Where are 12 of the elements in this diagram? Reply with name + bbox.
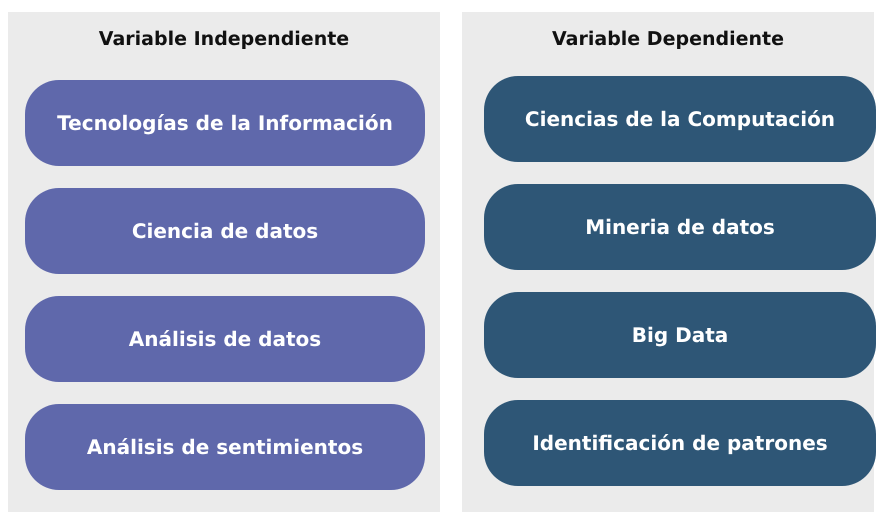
panel-background (8, 12, 440, 512)
category-pill: Tecnologías de la Información (25, 80, 425, 166)
category-pill: Big Data (484, 292, 876, 378)
panel-heading: Variable Dependiente (551, 28, 785, 50)
category-pill: Ciencia de datos (25, 188, 425, 274)
category-pill: Análisis de sentimientos (25, 404, 425, 490)
panel-background (462, 12, 874, 512)
category-pill: Mineria de datos (484, 184, 876, 270)
category-pill: Análisis de datos (25, 296, 425, 382)
panel-heading: Variable Independiente (98, 28, 350, 50)
category-pill: Ciencias de la Computación (484, 76, 876, 162)
category-pill: Identificación de patrones (484, 400, 876, 486)
